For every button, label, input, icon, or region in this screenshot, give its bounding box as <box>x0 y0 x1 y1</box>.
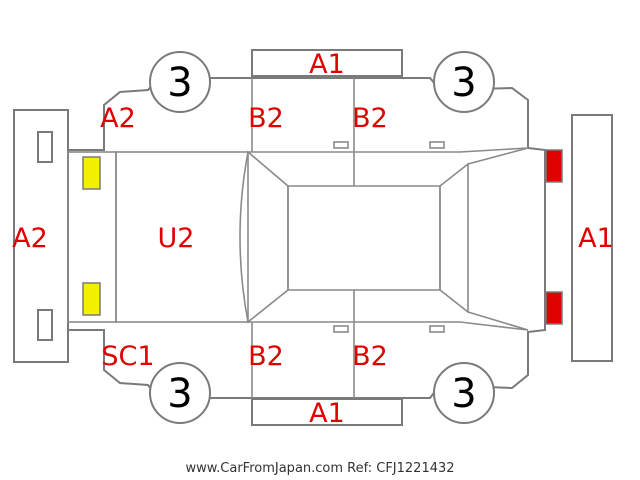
wheel-front-right <box>149 51 211 113</box>
rear-bumper-code: A1 <box>578 223 614 254</box>
wheel-rear-right <box>433 51 495 113</box>
left-front-door-code: B2 <box>248 341 284 372</box>
wheel-rl-label: 3 <box>451 371 476 417</box>
front-bumper-code: A2 <box>12 223 48 254</box>
top-side-panel <box>251 49 403 77</box>
headlight-left <box>82 282 101 316</box>
right-front-door-code: B2 <box>248 103 284 134</box>
door-handle-lr <box>429 325 445 333</box>
taillight-left <box>545 291 563 325</box>
taillight-right <box>545 149 563 183</box>
headlight-right <box>82 156 101 190</box>
bottom-panel-code: A1 <box>309 398 345 429</box>
bottom-side-panel <box>251 398 403 426</box>
wheel-rr-label: 3 <box>451 60 476 106</box>
top-panel-code: A1 <box>309 49 345 80</box>
rear-bumper-panel <box>571 114 613 362</box>
hood-code: U2 <box>158 223 195 254</box>
front-left-fender-code: SC1 <box>101 341 154 372</box>
front-bumper-slot-bottom <box>37 309 53 341</box>
wheel-rear-left <box>433 362 495 424</box>
windshield-outline <box>239 150 289 324</box>
right-rear-door-code: B2 <box>352 103 388 134</box>
hood-area <box>115 151 249 323</box>
rear-deck <box>467 147 529 331</box>
front-bumper-slot-top <box>37 131 53 163</box>
footer-reference: www.CarFromJapan.com Ref: CFJ1221432 <box>185 461 454 476</box>
cabin-outer-bottom <box>248 321 529 331</box>
wheel-front-left <box>149 362 211 424</box>
door-handle-rr <box>429 141 445 149</box>
door-handle-rf <box>333 141 349 149</box>
cabin-outer-top <box>248 147 529 153</box>
wheel-fl-label: 3 <box>167 371 192 417</box>
left-rear-door-code: B2 <box>352 341 388 372</box>
door-handle-lf <box>333 325 349 333</box>
front-right-fender-code: A2 <box>100 103 136 134</box>
wheel-fr-label: 3 <box>167 60 192 106</box>
